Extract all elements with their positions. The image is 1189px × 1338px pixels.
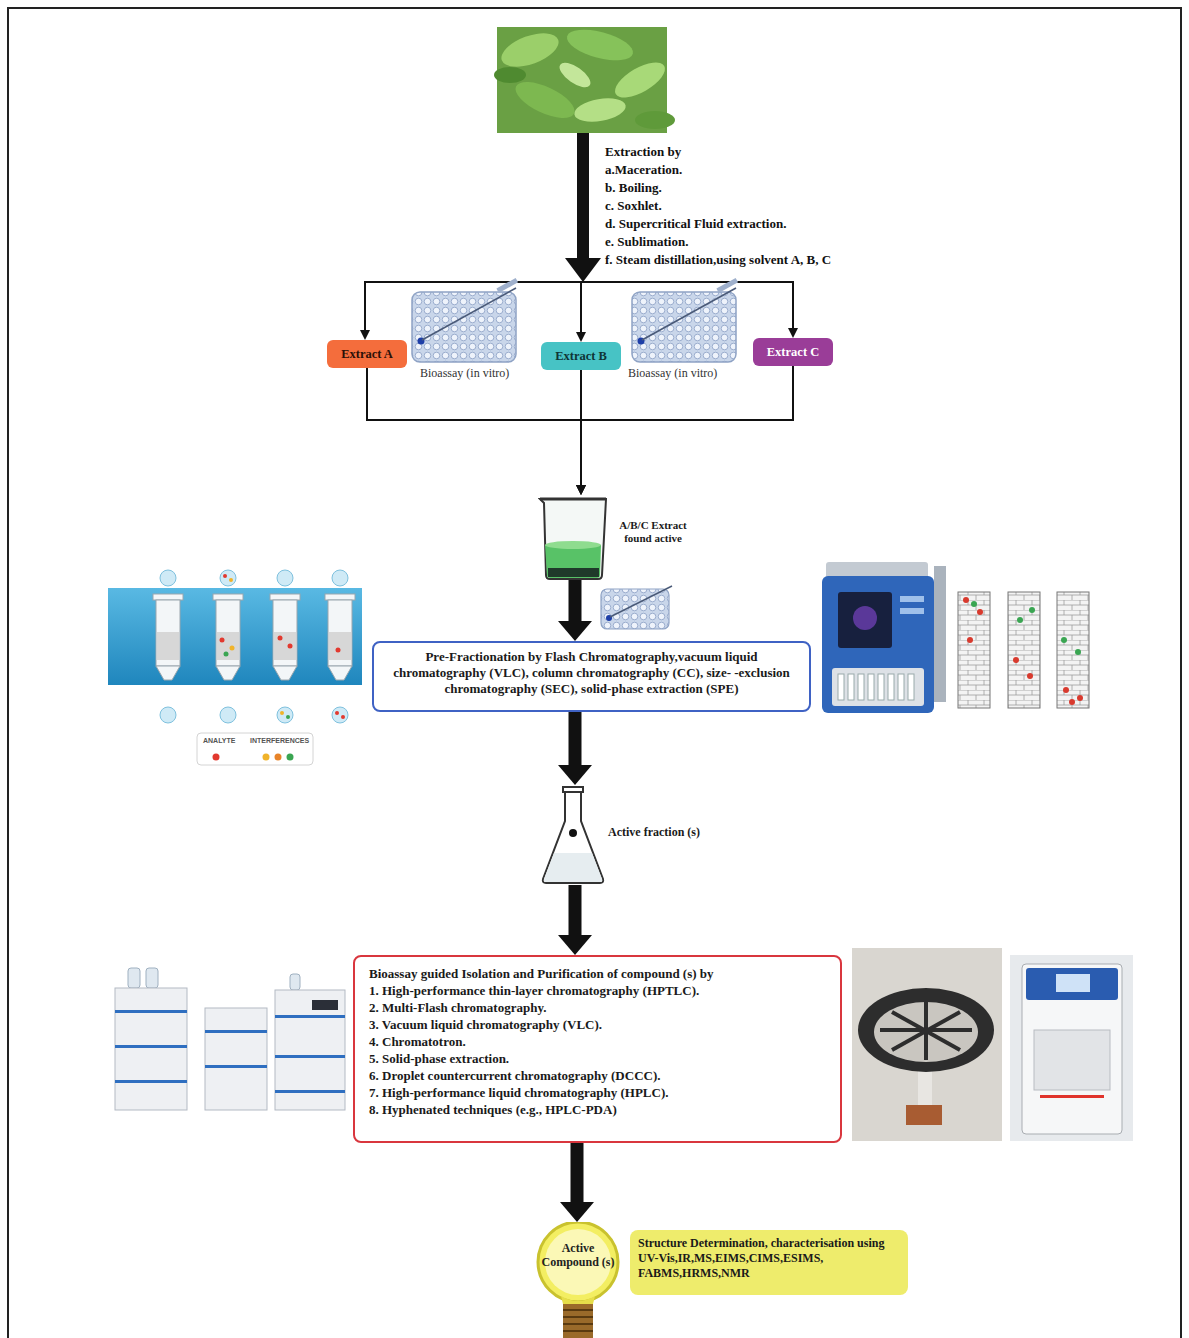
arrow-head [576,485,586,495]
extract-box: Extract B [541,342,621,370]
chromatotron-photo [852,948,1002,1141]
bulb-outline [527,1222,629,1338]
node-text: 8. Hyphenated techniques (e.g., HPLC-PDA… [369,1101,826,1118]
method-list-item: a.Maceration. [605,161,682,179]
well-plate [601,586,672,629]
well-plate [412,278,518,362]
node-text: A/B/C Extract found active [612,519,694,545]
legend-text: INTERFERENCES [250,736,309,745]
arrow-head [576,485,586,495]
node-text: Extract C [767,345,819,360]
extract-box: Extract C [753,338,833,366]
node-text: Active fraction (s) [608,825,700,839]
extract-box: Extract A [327,340,407,368]
method-list-item: d. Supercritical Fluid extraction. [605,215,786,233]
node-text: Extract A [341,347,393,362]
spe-illustration [108,570,362,765]
method-list-item: e. Sublimation. [605,233,688,251]
node-text: Structure Determination, characterisatio… [638,1236,900,1281]
arrow-head [558,935,592,955]
connector-line [581,366,793,487]
hplc-illustration [115,968,345,1110]
node-text: Extract B [555,349,607,364]
flow-arrow [560,1143,594,1222]
process-box: Pre-Fractionation by Flash Chromatograph… [372,641,811,712]
node-text: 5. Solid-phase extraction. [369,1050,826,1067]
node-text: 3. Vacuum liquid chromatography (VLC). [369,1016,826,1033]
column-packing [958,592,1089,708]
method-list-item: Extraction by [605,143,681,161]
connector-line [569,885,582,936]
arrow-head [558,765,592,785]
flask-node: Active fraction (s) [540,785,606,885]
beaker-node: A/B/C Extract found active [538,495,608,580]
plant-photo [494,24,675,133]
connector-line [569,580,582,622]
flow-arrow [367,368,586,495]
node-text: 7. High-performance liquid chromatograph… [369,1084,826,1101]
node-text: 2. Multi-Flash chromatography. [369,999,826,1016]
flash-instrument [822,562,946,713]
method-list-item: b. Boiling. [605,179,662,197]
connector-line [367,368,581,487]
arrow-head [558,621,592,641]
connector-line [569,712,582,766]
arrow-head [576,485,586,495]
beaker-outline [538,495,608,580]
process-box: Bioassay guided Isolation and Purificati… [353,955,842,1143]
method-list-item: f. Steam distillation,using solvent A, B… [605,251,831,269]
connector-line [571,1143,584,1203]
node-text: 6. Droplet countercurrent chromatography… [369,1067,826,1084]
bulb-node: Active Compound (s) [527,1222,629,1338]
assay-label: Bioassay (in vitro) [628,366,717,380]
flask-outline [540,785,606,885]
flow-arrow [558,580,592,641]
well-plate [632,278,738,362]
node-text: Active Compound (s) [538,1241,618,1270]
flow-arrow [576,366,793,495]
node-text: 1. High-performance thin-layer chromatog… [369,982,826,999]
result-box: Structure Determination, characterisatio… [630,1230,908,1295]
legend-text: ANALYTE [203,736,235,745]
node-text: Bioassay guided Isolation and Purificati… [369,965,826,982]
assay-label: Bioassay (in vitro) [420,366,509,380]
flow-arrow [558,712,592,785]
frame [8,8,1181,1338]
node-text: 4. Chromatotron. [369,1033,826,1050]
node-text: Pre-Fractionation by Flash Chromatograph… [384,649,799,697]
method-list-item: c. Soxhlet. [605,197,662,215]
instrument-photo [1010,955,1133,1141]
flow-arrow [558,885,592,955]
arrow-head [560,1202,594,1222]
